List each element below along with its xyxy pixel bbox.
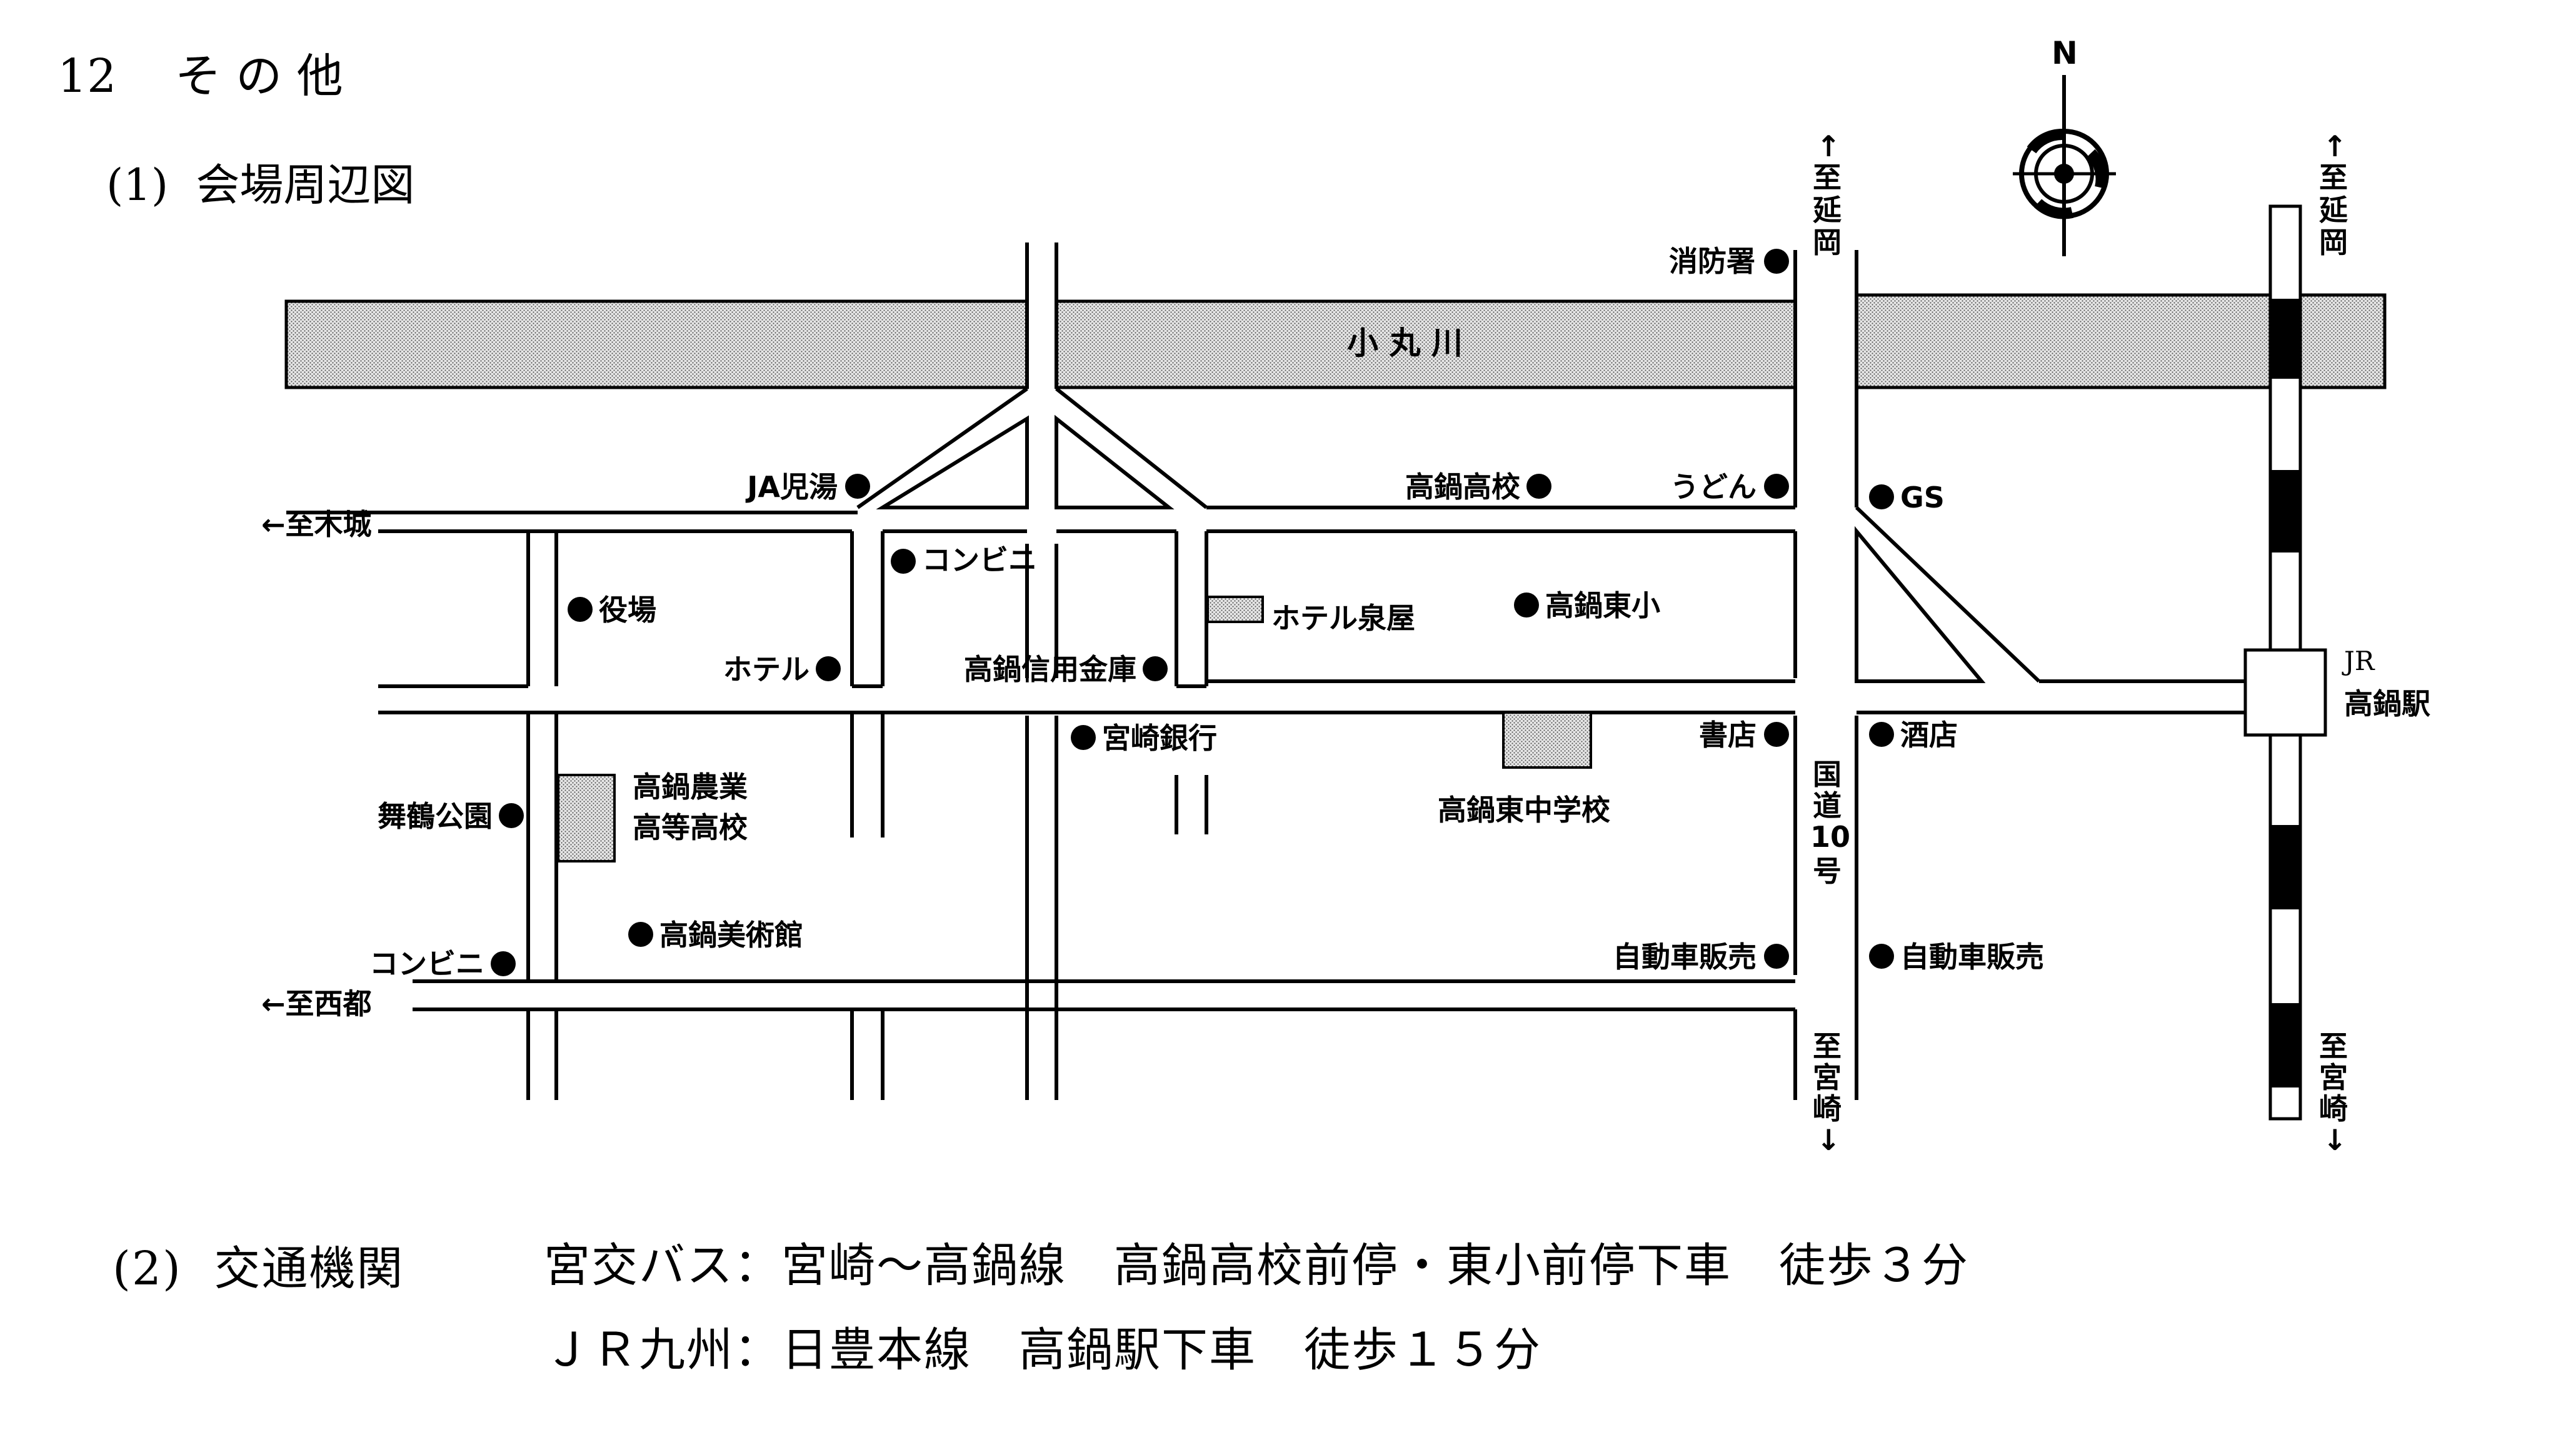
svg-text:宮: 宮: [1813, 1061, 1842, 1094]
svg-text:号: 号: [1813, 854, 1842, 888]
section-number: 12: [58, 49, 117, 103]
direction-saito: ←至西都: [261, 987, 372, 1021]
hotel-izumiya-label: ホテル泉屋: [1271, 601, 1415, 635]
udon-dot: [1764, 474, 1789, 499]
gs-dot: [1869, 484, 1894, 509]
subsection-1-heading: (1) 会場周辺図: [106, 150, 414, 213]
river: 小 丸 川: [284, 293, 2387, 389]
section-heading: 12 そ の 他: [58, 39, 343, 106]
town-office-label: 役場: [599, 593, 656, 627]
direction-miyazaki-left: 至 宮 崎 ↓: [1813, 1029, 1842, 1157]
direction-miyazaki-right: 至 宮 崎 ↓: [2319, 1029, 2348, 1157]
direction-nobeoka-left: ↑ 至 延 岡: [1813, 129, 1842, 259]
svg-text:崎: 崎: [2319, 1092, 2348, 1126]
svg-text:↑: ↑: [2323, 129, 2347, 163]
shinkin-label: 高鍋信用金庫: [964, 652, 1136, 686]
town-office-dot: [568, 597, 593, 622]
fire-station-label: 消防署: [1669, 244, 1755, 278]
liquor-dot: [1869, 722, 1894, 747]
svg-text:延: 延: [1813, 193, 1842, 227]
jr-station-label: 高鍋駅: [2344, 687, 2430, 721]
bus-route-line: 宮交バス：宮崎～高鍋線 高鍋高校前停・東小前停下車 徒歩３分: [544, 1239, 1969, 1292]
svg-text:国: 国: [1813, 758, 1842, 791]
subsection-2-heading: (2) 交通機関: [113, 1231, 404, 1298]
east-elem-label: 高鍋東小: [1545, 589, 1660, 622]
liquor-label: 酒店: [1900, 718, 1958, 752]
hotel-izumiya-building: [1206, 596, 1264, 623]
agri-high-label-1: 高鍋農業: [633, 770, 748, 804]
bookstore-label: 書店: [1699, 718, 1757, 752]
maizuru-park-label: 舞鶴公園: [378, 799, 493, 833]
area-map: 小 丸 川: [261, 35, 2430, 1157]
svg-text:崎: 崎: [1813, 1092, 1842, 1126]
svg-text:N: N: [2052, 35, 2078, 71]
river-label: 小 丸 川: [1347, 325, 1463, 361]
convenience-2-dot: [491, 951, 516, 976]
art-museum-dot: [628, 922, 653, 947]
svg-text:岡: 岡: [2319, 226, 2348, 259]
maizuru-park-dot: [499, 803, 524, 828]
gs-label: GS: [1900, 481, 1945, 514]
miyazaki-bank-label: 宮崎銀行: [1102, 721, 1217, 755]
svg-text:宮: 宮: [2319, 1061, 2348, 1094]
roads: [286, 242, 2245, 1100]
convenience-2-label: コンビニ: [369, 947, 484, 981]
svg-text:延: 延: [2319, 193, 2348, 227]
high-school-label: 高鍋高校: [1405, 470, 1520, 504]
svg-text:道: 道: [1813, 789, 1842, 822]
car-dealer-2-dot: [1869, 944, 1894, 969]
car-dealer-2-label: 自動車販売: [1900, 940, 2044, 974]
convenience-1-label: コンビニ: [922, 543, 1037, 577]
shinkin-dot: [1143, 656, 1168, 681]
compass-icon: N: [2013, 35, 2116, 256]
svg-text:至: 至: [2319, 1029, 2348, 1063]
miyazaki-bank-dot: [1071, 725, 1096, 750]
direction-kijo: ←至木城: [261, 508, 372, 541]
jr-label: JR: [2342, 646, 2375, 676]
svg-text:10: 10: [1810, 820, 1850, 854]
agri-high-building: [557, 774, 616, 862]
hotel-label: ホテル: [723, 652, 809, 686]
svg-text:岡: 岡: [1813, 226, 1842, 259]
svg-text:至: 至: [1813, 1029, 1842, 1063]
car-dealer-1-label: 自動車販売: [1613, 940, 1757, 974]
subsection-1-label: (1): [106, 159, 169, 211]
jr-station-building: [2243, 648, 2327, 737]
svg-text:↓: ↓: [1817, 1123, 1841, 1157]
svg-text:至: 至: [2319, 161, 2348, 194]
hotel-dot: [816, 656, 841, 681]
section-title: そ の 他: [174, 49, 343, 103]
ja-dot: [845, 474, 870, 499]
udon-label: うどん: [1670, 470, 1757, 504]
agri-high-label-2: 高等高校: [633, 811, 748, 844]
car-dealer-1-dot: [1764, 944, 1789, 969]
svg-text:↑: ↑: [1817, 129, 1841, 163]
jr-route-line: ＪＲ九州：日豊本線 高鍋駅下車 徒歩１５分: [544, 1323, 1541, 1377]
east-elem-dot: [1514, 592, 1539, 618]
svg-text:至: 至: [1813, 161, 1842, 194]
subsection-1-title: 会場周辺図: [196, 159, 415, 211]
east-jhs-building: [1502, 711, 1592, 769]
high-school-dot: [1526, 474, 1551, 499]
art-museum-label: 高鍋美術館: [659, 918, 803, 952]
subsection-2-label: (2): [113, 1242, 182, 1296]
subsection-2-title: 交通機関: [214, 1242, 404, 1296]
fire-station-dot: [1764, 249, 1789, 274]
direction-nobeoka-right: ↑ 至 延 岡: [2319, 129, 2348, 259]
railway: [2243, 204, 2327, 1121]
convenience-1-dot: [891, 549, 916, 574]
svg-text:↓: ↓: [2323, 1123, 2347, 1157]
bookstore-dot: [1764, 722, 1789, 747]
east-jhs-label: 高鍋東中学校: [1438, 793, 1610, 827]
national-route-label: 国 道 10 号: [1810, 758, 1850, 888]
ja-label: JA児湯: [745, 470, 838, 504]
